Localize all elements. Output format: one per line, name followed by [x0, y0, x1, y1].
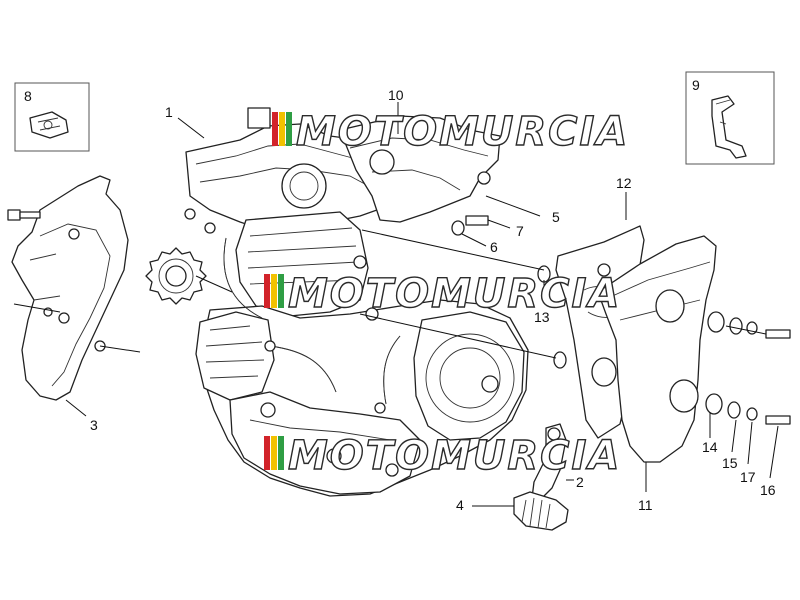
watermark-text: MOTOMURCIA — [288, 433, 621, 479]
part-4-pedal-rubber — [513, 491, 569, 531]
watermark-logo-bar-red — [264, 436, 270, 470]
watermark-logo-bar-green — [286, 112, 292, 146]
part-6-7-bolts — [451, 215, 489, 236]
callout-12: 12 — [616, 175, 632, 191]
watermark-logo-bar-green — [278, 274, 284, 308]
callout-14: 14 — [702, 439, 718, 455]
callout-16: 16 — [760, 482, 776, 498]
callout-3: 3 — [90, 417, 98, 433]
watermark-middle: MOTOMURCIA — [264, 270, 621, 318]
part-3-sprocket-cover — [11, 175, 129, 401]
callout-15: 15 — [722, 455, 738, 471]
callout-labels: 1 2 3 4 5 6 7 8 9 10 11 12 13 14 15 16 1… — [24, 77, 776, 513]
part-13-washers — [537, 265, 567, 369]
callout-7: 7 — [516, 223, 524, 239]
watermark-logo-bar-red — [264, 274, 270, 308]
watermark-bottom: MOTOMURCIA — [264, 432, 621, 480]
callout-10: 10 — [388, 87, 404, 103]
callout-8: 8 — [24, 88, 32, 104]
watermark-logo-bar-yellow — [279, 112, 285, 146]
callout-6: 6 — [490, 239, 498, 255]
fastener-set-upper — [707, 311, 791, 339]
callout-2: 2 — [576, 474, 584, 490]
callout-17: 17 — [740, 469, 756, 485]
watermark-text: MOTOMURCIA — [288, 271, 621, 317]
part-8-inset — [14, 82, 90, 152]
callout-1: 1 — [165, 104, 173, 120]
callout-13: 13 — [534, 309, 550, 325]
callout-5: 5 — [552, 209, 560, 225]
leader-lines — [13, 102, 779, 507]
callout-4: 4 — [456, 497, 464, 513]
watermark-logo-bar-yellow — [271, 436, 277, 470]
watermark-top: MOTOMURCIA — [272, 108, 629, 156]
watermark-logo-bar-green — [278, 436, 284, 470]
watermark-logo-bar-yellow — [271, 274, 277, 308]
watermark-logo-bar-red — [272, 112, 278, 146]
fastener-set-lower — [705, 393, 791, 425]
watermark-text: MOTOMURCIA — [296, 109, 629, 155]
part-11-side-cover — [597, 235, 717, 463]
part-2-gear-lever — [531, 423, 567, 501]
callout-9: 9 — [692, 77, 700, 93]
bolt-near-sprocket-cover — [7, 209, 41, 221]
callout-11: 11 — [638, 497, 653, 513]
part-9-inset — [685, 71, 775, 165]
front-sprocket — [145, 247, 207, 305]
